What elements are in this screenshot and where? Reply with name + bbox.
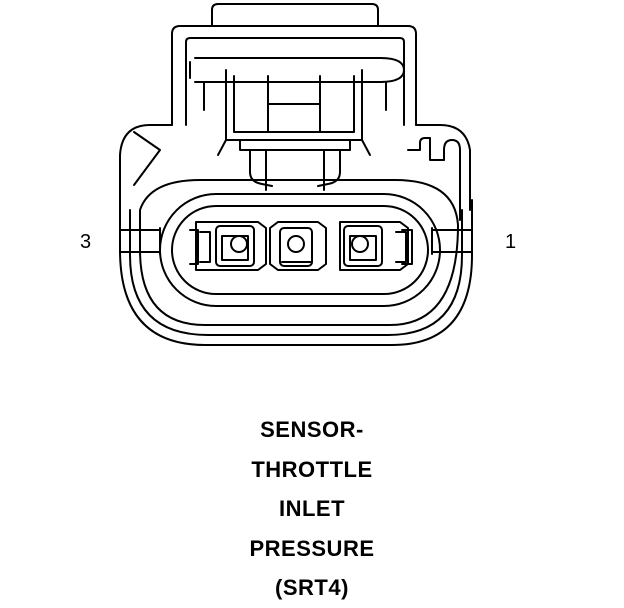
connector-body <box>119 179 473 346</box>
caption-line-1: SENSOR- <box>260 417 364 442</box>
caption-line-3: INLET <box>278 496 346 521</box>
upper-housing <box>171 25 417 126</box>
locking-lever <box>217 69 371 156</box>
pin-1-label: 1 <box>505 231 517 253</box>
caption-line-4: PRESSURE <box>249 535 375 561</box>
caption-line-2: THROTTLE <box>251 456 373 482</box>
caption-line-5: (SRT4) <box>275 575 349 600</box>
pin-3-label: 3 <box>80 231 92 253</box>
terminal-cavity <box>159 193 441 307</box>
housing-neck <box>249 149 341 191</box>
connector-caption: SENSOR- THROTTLE INLET PRESSURE (SRT4) <box>0 410 624 608</box>
latch-tab <box>211 3 379 27</box>
terminal-2 <box>269 221 327 271</box>
terminal-1 <box>339 221 413 271</box>
terminal-3 <box>189 221 267 271</box>
housing-shoulders <box>119 124 471 221</box>
